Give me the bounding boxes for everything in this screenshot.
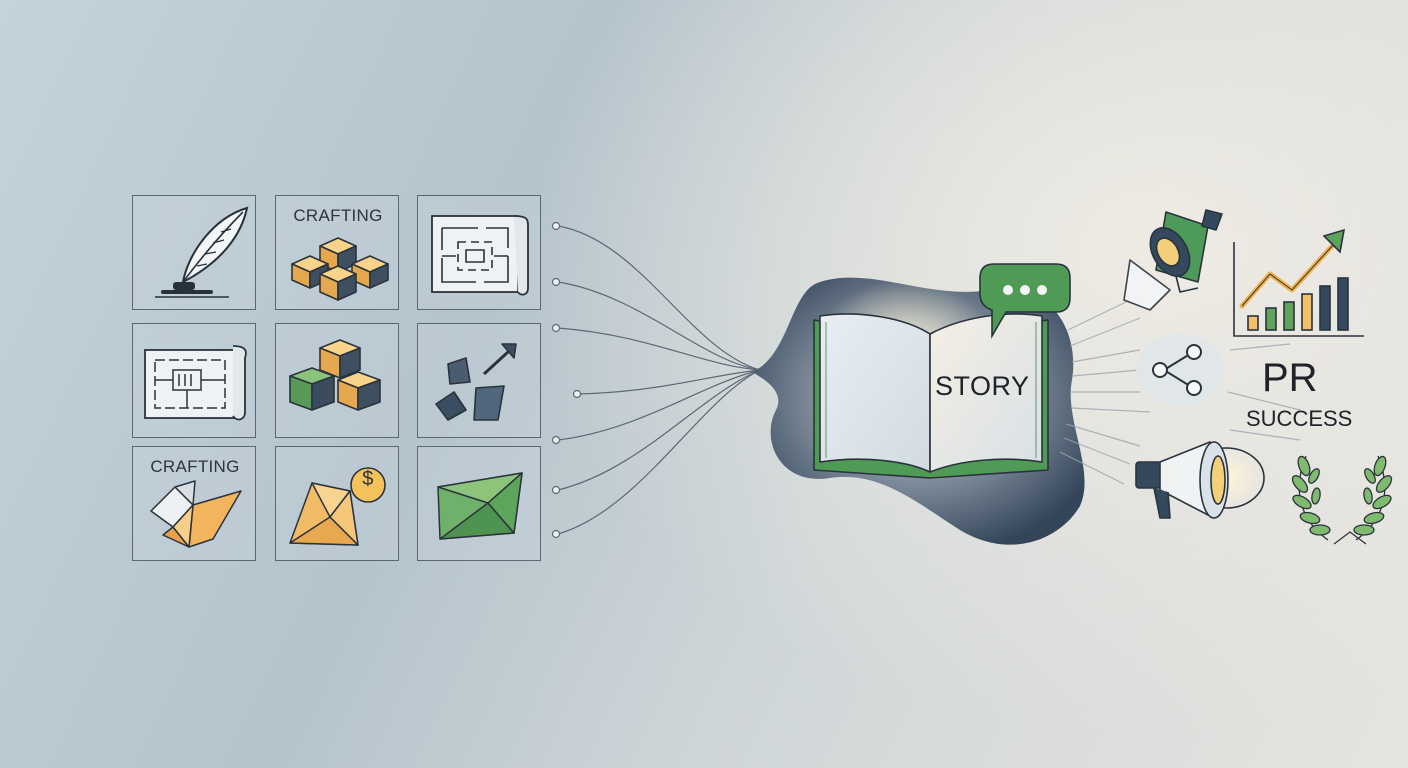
spotlight-icon (1123, 209, 1223, 311)
pr-title: PR (1262, 356, 1318, 400)
tile-quill (132, 195, 256, 310)
crafting-grid: CRAFTING (132, 195, 544, 571)
connector-nodes (551, 221, 582, 539)
tile-origami-green (417, 446, 541, 561)
feather-quill-icon (155, 206, 249, 298)
tile-cubes-green (275, 323, 399, 438)
story-label: STORY (935, 371, 1030, 401)
blueprint-icon (431, 215, 529, 296)
coin-dollar-sign: $ (362, 468, 374, 490)
origami-icon (150, 480, 242, 548)
story-backdrop-blob (752, 277, 1085, 545)
growth-arrow-icon (435, 343, 517, 421)
success-subtitle: SUCCESS (1246, 406, 1353, 431)
cubes-icon (291, 237, 389, 301)
laurel-wreath-icon (1291, 455, 1393, 545)
tile-label: CRAFTING (150, 457, 240, 476)
connector-lines (557, 225, 761, 535)
tile-blueprint-map (132, 323, 256, 438)
growth-chart-icon (1233, 228, 1364, 337)
speech-bubble-icon (979, 263, 1071, 339)
share-icon (1136, 334, 1224, 406)
blueprint-icon (144, 345, 247, 421)
origami-icon (437, 472, 523, 540)
origami-icon (289, 467, 386, 546)
tile-origami-coin: $ (275, 446, 399, 561)
cubes-icon (289, 339, 381, 411)
tile-crafting-cubes: CRAFTING (275, 195, 399, 310)
tile-blueprint-scroll (417, 195, 541, 310)
tile-shapes-arrow (417, 323, 541, 438)
tile-crafting-origami: CRAFTING (132, 446, 256, 561)
megaphone-icon (1135, 441, 1265, 519)
tile-label: CRAFTING (293, 206, 383, 225)
